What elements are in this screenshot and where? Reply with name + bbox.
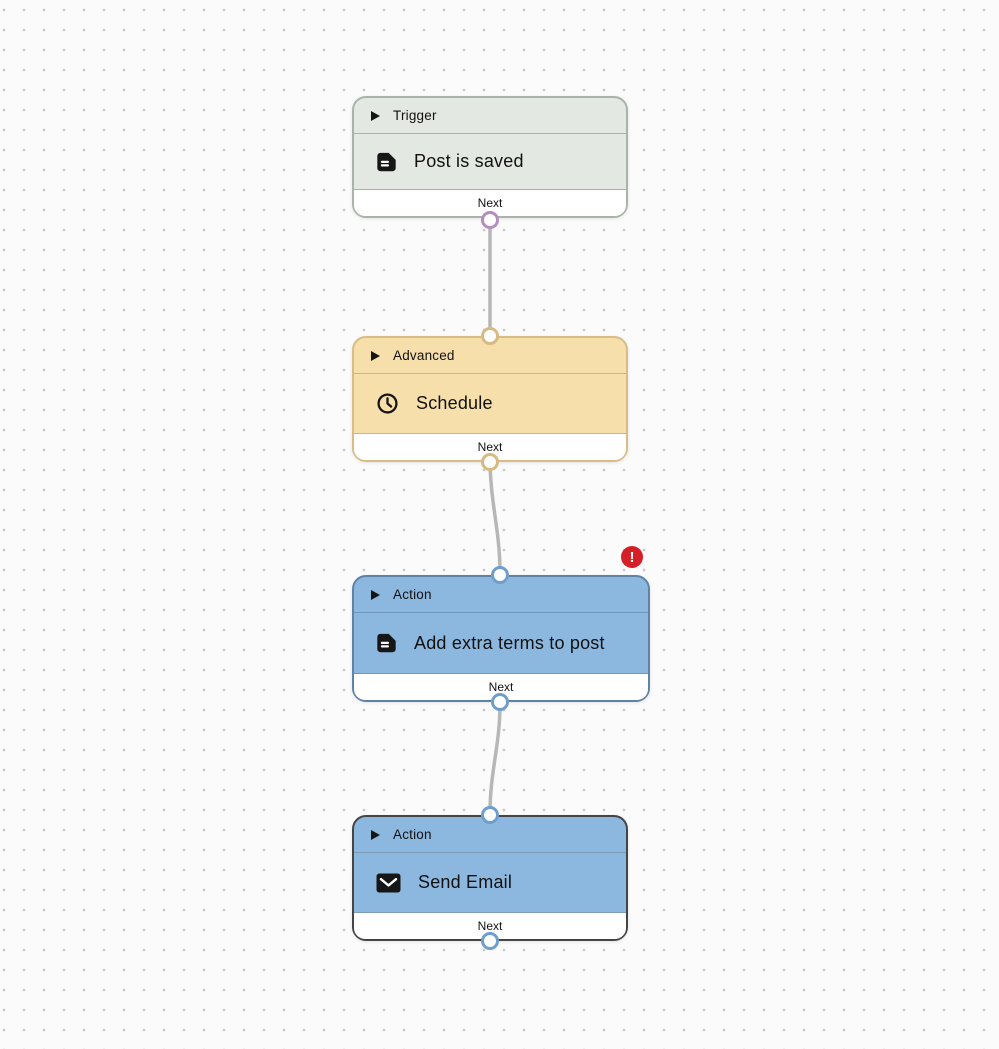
- next-label: Next: [477, 919, 503, 933]
- node-header[interactable]: Action: [354, 577, 648, 613]
- document-icon: [376, 151, 397, 173]
- node-advanced-schedule[interactable]: Advanced Schedule Next: [352, 336, 628, 462]
- node-header[interactable]: Trigger: [354, 98, 626, 134]
- next-label: Next: [477, 196, 503, 210]
- node-title: Send Email: [418, 872, 513, 892]
- node-trigger-post-is-saved[interactable]: Trigger Post is saved Next: [352, 96, 628, 218]
- node-category-label: Advanced: [393, 348, 455, 363]
- node-body[interactable]: Post is saved: [354, 134, 626, 189]
- node-title: Schedule: [416, 393, 493, 413]
- port-advanced-next-output[interactable]: [481, 453, 499, 471]
- node-title: Add extra terms to post: [414, 632, 605, 653]
- node-action-send-email[interactable]: Action Send Email Next: [352, 815, 628, 941]
- port-advanced-input[interactable]: [481, 327, 499, 345]
- next-label: Next: [488, 680, 514, 694]
- node-category-label: Trigger: [393, 108, 437, 123]
- document-icon: [376, 632, 397, 654]
- node-header[interactable]: Action: [354, 817, 626, 853]
- node-category-label: Action: [393, 827, 432, 842]
- node-body[interactable]: Send Email: [354, 853, 626, 912]
- mail-icon: [376, 873, 401, 893]
- node-body[interactable]: Add extra terms to post: [354, 613, 648, 673]
- node-footer-next: Next: [354, 189, 626, 216]
- node-footer-next: Next: [354, 433, 626, 460]
- port-action1-input[interactable]: [491, 566, 509, 584]
- node-body[interactable]: Schedule: [354, 374, 626, 433]
- next-label: Next: [477, 440, 503, 454]
- port-action2-next-output[interactable]: [481, 932, 499, 950]
- edge-action-to-action[interactable]: [488, 702, 502, 815]
- clock-icon: [376, 392, 399, 415]
- port-trigger-next-output[interactable]: [481, 211, 499, 229]
- exclamation-icon: !: [629, 548, 635, 566]
- edge-advanced-to-action[interactable]: [488, 462, 502, 575]
- collapse-triangle-icon[interactable]: [371, 589, 380, 600]
- node-header[interactable]: Advanced: [354, 338, 626, 374]
- node-category-label: Action: [393, 587, 432, 602]
- node-title: Post is saved: [414, 151, 524, 171]
- port-action1-next-output[interactable]: [491, 693, 509, 711]
- collapse-triangle-icon[interactable]: [371, 350, 380, 361]
- error-badge[interactable]: !: [621, 546, 643, 568]
- node-footer-next: Next: [354, 673, 648, 700]
- collapse-triangle-icon[interactable]: [371, 829, 380, 840]
- collapse-triangle-icon[interactable]: [371, 110, 380, 121]
- port-action2-input[interactable]: [481, 806, 499, 824]
- node-action-add-extra-terms[interactable]: Action Add extra terms to post Next: [352, 575, 650, 702]
